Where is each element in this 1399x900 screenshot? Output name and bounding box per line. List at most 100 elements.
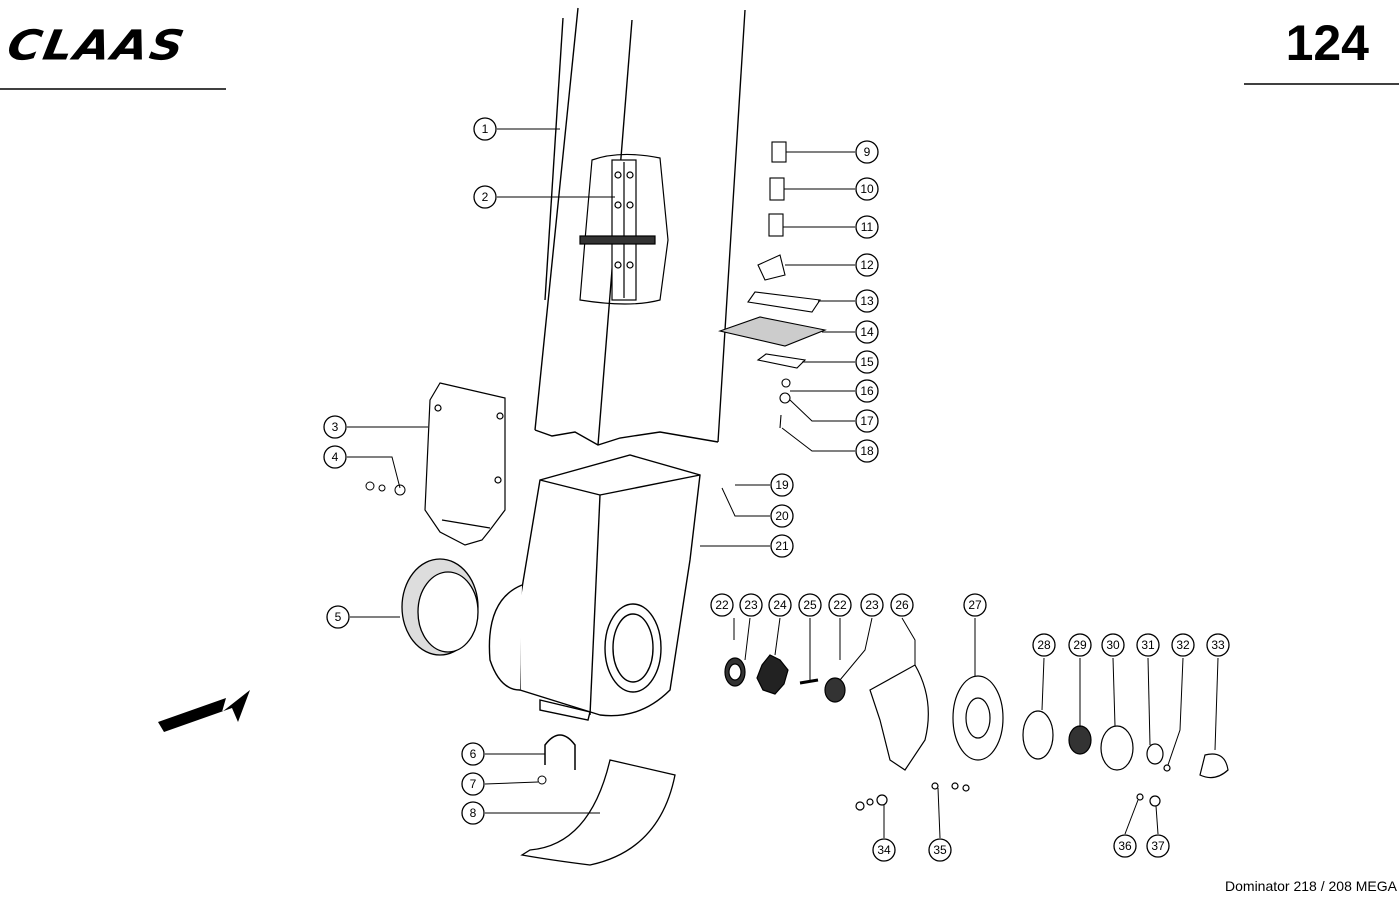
callout-24: 24: [768, 593, 792, 617]
callout-37: 37: [1146, 834, 1170, 858]
callout-23b: 23: [860, 593, 884, 617]
flange-27-hub: [965, 697, 991, 739]
callout-30-label: 30: [1106, 638, 1120, 652]
callout-10: 10: [855, 177, 879, 201]
callout-19-label: 19: [775, 478, 789, 492]
drive-assembly: [724, 654, 1229, 811]
callout-1: 1: [473, 117, 497, 141]
callout-29: 29: [1068, 633, 1092, 657]
callout-23b-label: 23: [865, 598, 879, 612]
callout-13: 13: [855, 289, 879, 313]
callout-12: 12: [855, 253, 879, 277]
cap-33: [1199, 753, 1229, 779]
callout-28-label: 28: [1037, 638, 1051, 652]
callout-11: 11: [855, 215, 879, 239]
u-bolt: [544, 734, 576, 770]
callout-14: 14: [855, 320, 879, 344]
callout-2-label: 2: [482, 190, 489, 204]
ring-band: [401, 558, 479, 656]
lower-housing: [488, 454, 701, 721]
disc-28: [1022, 710, 1054, 760]
cover-plate: [424, 382, 506, 546]
callout-34-label: 34: [877, 843, 891, 857]
callout-25: 25: [798, 593, 822, 617]
callout-27: 27: [963, 593, 987, 617]
rubber-plate-part-14: [718, 316, 827, 347]
callout-17: 17: [855, 409, 879, 433]
callout-35-label: 35: [933, 843, 947, 857]
shaft-25: [799, 678, 819, 685]
callout-32: 32: [1171, 633, 1195, 657]
callout-labels: 1 2 3 4 5 6 7 8 9 10 11 12 13 14 15 16 1…: [323, 117, 1230, 862]
callout-34: 34: [872, 838, 896, 862]
chain-link-part-10: [769, 177, 785, 201]
callout-9: 9: [855, 140, 879, 164]
bearing-29: [1068, 725, 1092, 755]
callout-21: 21: [770, 534, 794, 558]
callout-32-label: 32: [1176, 638, 1190, 652]
callout-1-label: 1: [482, 122, 489, 136]
grease-nipple-32: [1163, 764, 1171, 772]
sprocket-24: [756, 654, 789, 695]
page-number: 124: [1285, 15, 1369, 71]
screw-nut-set-4: [365, 481, 406, 496]
leader-lines: [347, 128, 1219, 839]
callout-10-label: 10: [860, 182, 874, 196]
bearing-23a-inner: [728, 663, 742, 681]
callout-35: 35: [928, 838, 952, 862]
elevator-chain: [579, 153, 669, 305]
callout-9-label: 9: [864, 145, 871, 159]
callout-30: 30: [1101, 633, 1125, 657]
callout-3: 3: [323, 415, 347, 439]
callout-25-label: 25: [803, 598, 817, 612]
callout-18-label: 18: [860, 444, 874, 458]
callout-15: 15: [855, 350, 879, 374]
callout-21-label: 21: [775, 539, 789, 553]
callout-37-label: 37: [1151, 839, 1165, 853]
bolt-part-18: [779, 414, 782, 429]
callout-36-label: 36: [1118, 839, 1132, 853]
bracket-part-12: [757, 254, 786, 281]
bracket-26: [869, 664, 929, 771]
callout-18: 18: [855, 439, 879, 463]
callout-19: 19: [770, 473, 794, 497]
callout-8-label: 8: [470, 806, 477, 820]
callout-4-label: 4: [332, 450, 339, 464]
model-caption: Dominator 218 / 208 MEGA: [1225, 878, 1397, 894]
callout-22a-label: 22: [715, 598, 729, 612]
callout-4: 4: [323, 445, 347, 469]
callout-8: 8: [461, 801, 485, 825]
callout-31-label: 31: [1141, 638, 1155, 652]
callout-23a: 23: [739, 593, 763, 617]
callout-31: 31: [1136, 633, 1160, 657]
callout-6: 6: [461, 742, 485, 766]
callout-20-label: 20: [775, 509, 789, 523]
callout-24-label: 24: [773, 598, 787, 612]
callout-28: 28: [1032, 633, 1056, 657]
paddle-part-13: [747, 291, 821, 313]
callout-15-label: 15: [860, 355, 874, 369]
elevator-housing: [534, 7, 746, 446]
callout-7-label: 7: [470, 777, 477, 791]
chain-link-part-11: [768, 213, 784, 237]
chain-link-part-9: [771, 141, 787, 163]
callout-29-label: 29: [1073, 638, 1087, 652]
small-parts-column: [718, 141, 827, 429]
callout-36: 36: [1113, 834, 1137, 858]
callout-7: 7: [461, 772, 485, 796]
callout-17-label: 17: [860, 414, 874, 428]
callout-2: 2: [473, 185, 497, 209]
callout-5: 5: [326, 605, 350, 629]
callout-5-label: 5: [335, 610, 342, 624]
callout-14-label: 14: [860, 325, 874, 339]
bearing-23b-shape: [824, 677, 846, 703]
washer-part-17: [779, 392, 791, 404]
callout-33: 33: [1206, 633, 1230, 657]
callout-13-label: 13: [860, 294, 874, 308]
callout-22b-label: 22: [833, 598, 847, 612]
strip-part-15: [756, 353, 807, 369]
callout-22b: 22: [828, 593, 852, 617]
callout-27-label: 27: [968, 598, 982, 612]
callout-33-label: 33: [1211, 638, 1225, 652]
